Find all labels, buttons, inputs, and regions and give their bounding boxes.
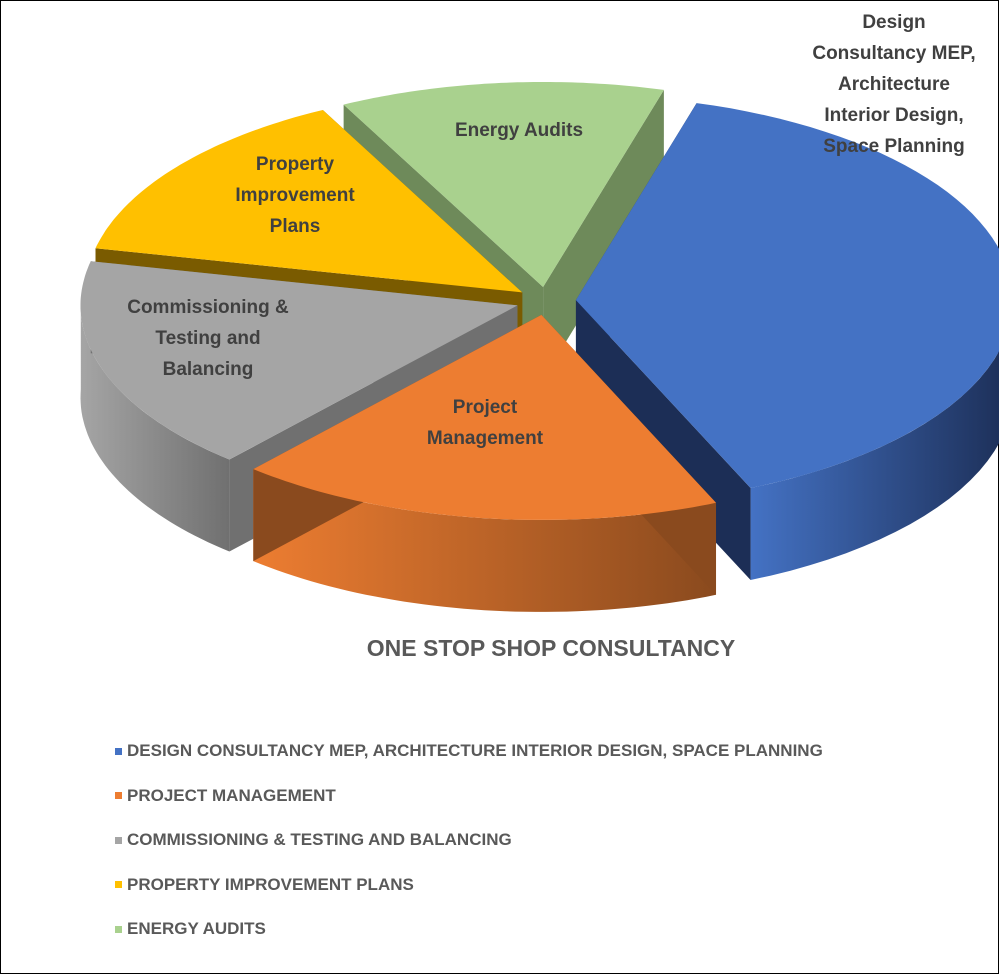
slice-label-line: Plans bbox=[270, 216, 321, 237]
legend-swatch bbox=[115, 881, 122, 889]
slice-side-0 bbox=[750, 351, 999, 580]
legend-label: PROJECT MANAGEMENT bbox=[127, 785, 336, 805]
legend-swatch bbox=[115, 925, 122, 933]
legend-swatch bbox=[115, 747, 122, 755]
legend-label: ENERGY AUDITS bbox=[127, 919, 266, 939]
legend-swatch bbox=[115, 792, 122, 800]
legend-item: COMMISSIONING & TESTING AND BALANCING bbox=[115, 818, 823, 863]
legend-item: PROJECT MANAGEMENT bbox=[115, 774, 823, 819]
slice-label-line: Balancing bbox=[163, 359, 254, 380]
slice-label-line: Testing and bbox=[155, 328, 260, 349]
legend-label: DESIGN CONSULTANCY MEP, ARCHITECTURE INT… bbox=[127, 741, 823, 761]
chart-title: ONE STOP SHOP CONSULTANCY bbox=[366, 635, 736, 661]
slice-label-4: Energy Audits bbox=[455, 120, 583, 141]
slice-label-line: Property bbox=[256, 154, 335, 175]
slice-label-line: Architecture bbox=[838, 74, 950, 95]
slice-label-line: Management bbox=[427, 428, 544, 449]
slice-label-line: Commissioning & bbox=[127, 297, 289, 318]
slice-side-1 bbox=[253, 469, 717, 612]
slice-label-line: Improvement bbox=[235, 185, 355, 206]
slice-label-line: Project bbox=[453, 397, 518, 418]
legend-item: ENERGY AUDITS bbox=[115, 907, 823, 952]
slice-label-line: Energy Audits bbox=[455, 120, 583, 141]
slice-top-3 bbox=[95, 110, 523, 293]
legend-swatch bbox=[115, 836, 122, 844]
legend-item: PROPERTY IMPROVEMENT PLANS bbox=[115, 863, 823, 908]
slice-top-2 bbox=[80, 261, 518, 460]
legend-label: COMMISSIONING & TESTING AND BALANCING bbox=[127, 830, 512, 850]
slice-label-line: Interior Design, bbox=[824, 105, 963, 126]
slice-side-2 bbox=[80, 297, 230, 552]
slice-top-0 bbox=[575, 103, 999, 488]
slice-top-4 bbox=[343, 82, 664, 287]
slice-wall-4-1 bbox=[543, 89, 664, 379]
legend-label: PROPERTY IMPROVEMENT PLANS bbox=[127, 874, 414, 894]
slice-top-1 bbox=[253, 314, 717, 520]
slice-label-line: Consultancy MEP, bbox=[812, 43, 975, 64]
legend: DESIGN CONSULTANCY MEP, ARCHITECTURE INT… bbox=[115, 729, 823, 952]
legend-item: DESIGN CONSULTANCY MEP, ARCHITECTURE INT… bbox=[115, 729, 823, 774]
slice-label-line: Space Planning bbox=[823, 136, 964, 157]
slice-label-line: Design bbox=[862, 12, 925, 33]
